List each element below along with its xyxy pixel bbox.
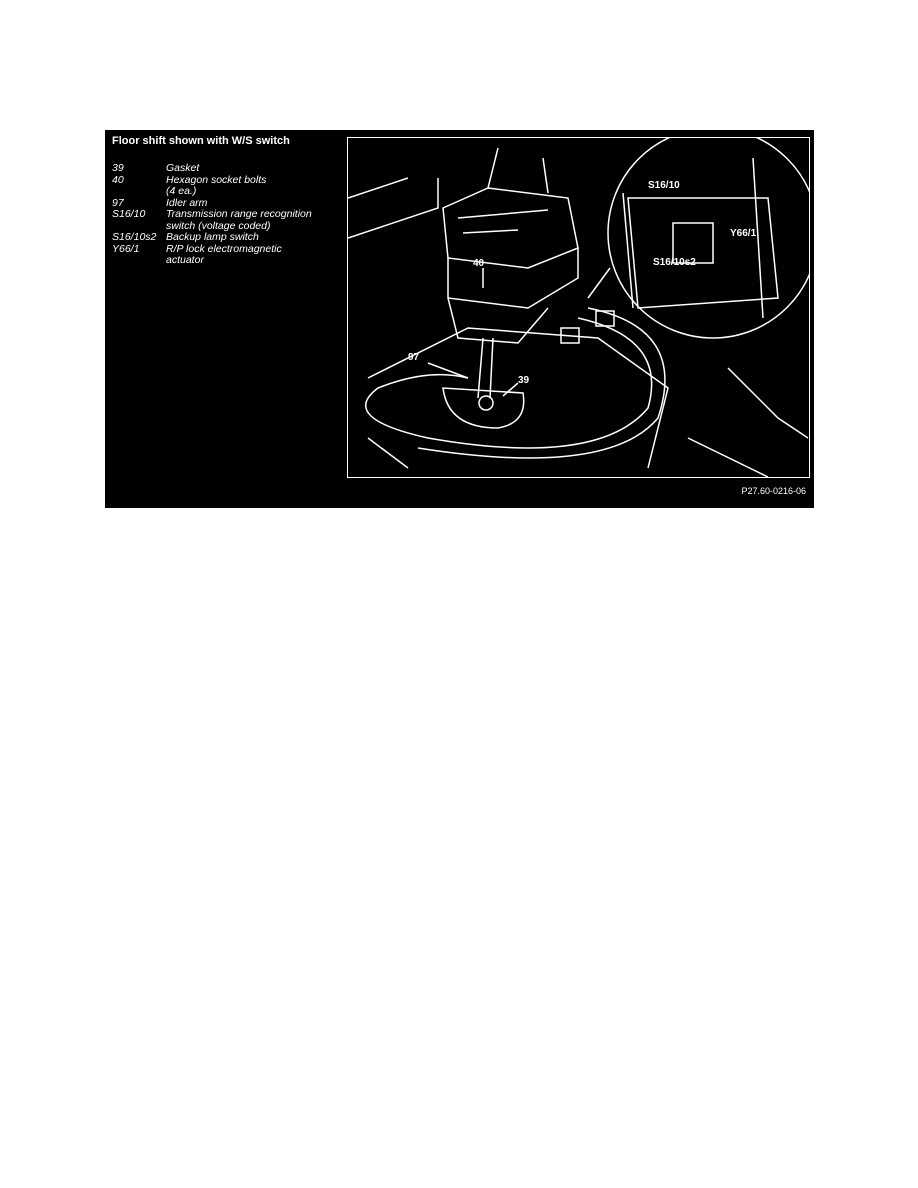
legend-desc: R/P lock electromagnetic actuator bbox=[166, 242, 282, 266]
idler-arm bbox=[442, 337, 525, 429]
callout-y66-1: Y66/1 bbox=[730, 228, 757, 239]
legend-code: S16/10s2 bbox=[112, 231, 157, 243]
legend-item: 97 Idler arm bbox=[112, 196, 336, 210]
legend-item: Y66/1 R/P lock electromagnetic actuator bbox=[112, 242, 336, 267]
wiring-harness bbox=[365, 307, 666, 459]
callout-40: 40 bbox=[473, 258, 485, 269]
legend-item: S16/10 Transmission range recognition swi… bbox=[112, 208, 336, 232]
callout-s16-10: S16/10 bbox=[648, 180, 680, 191]
figure-id: P27.60-0216-06 bbox=[741, 486, 806, 496]
legend-desc: Hexagon socket bolts (4 ea.) bbox=[166, 173, 267, 197]
callout-leaders bbox=[427, 268, 519, 397]
legend-desc: Backup lamp switch bbox=[166, 231, 259, 243]
legend-code: 97 bbox=[112, 196, 124, 209]
legend-item: 39 Gasket bbox=[112, 162, 336, 175]
legend-item: S16/10s2 Backup lamp switch bbox=[112, 231, 336, 244]
legend-item: 40 Hexagon socket bolts (4 ea.) bbox=[112, 173, 336, 198]
legend-desc: Transmission range recognition switch (v… bbox=[166, 208, 312, 232]
shifter-housing bbox=[442, 147, 579, 344]
legend-code: S16/10 bbox=[112, 208, 146, 220]
detail-magnifier bbox=[587, 127, 819, 339]
legend-code: 39 bbox=[112, 162, 124, 174]
legend-desc: Idler arm bbox=[166, 196, 208, 209]
legend-code: Y66/1 bbox=[112, 242, 140, 255]
legend-code: 40 bbox=[112, 173, 124, 186]
legend-desc: Gasket bbox=[166, 162, 200, 174]
figure-title: Floor shift shown with W/S switch bbox=[112, 135, 290, 147]
callout-97: 97 bbox=[408, 352, 420, 363]
shifter-diagram: 40 97 39 S16/10 Y66/1 S16/10s2 bbox=[347, 127, 819, 478]
floor-panel bbox=[347, 177, 809, 478]
callout-39: 39 bbox=[518, 375, 530, 386]
callout-s16-10s2: S16/10s2 bbox=[653, 257, 696, 268]
figure: Floor shift shown with W/S switch 39 Gask… bbox=[105, 127, 819, 508]
